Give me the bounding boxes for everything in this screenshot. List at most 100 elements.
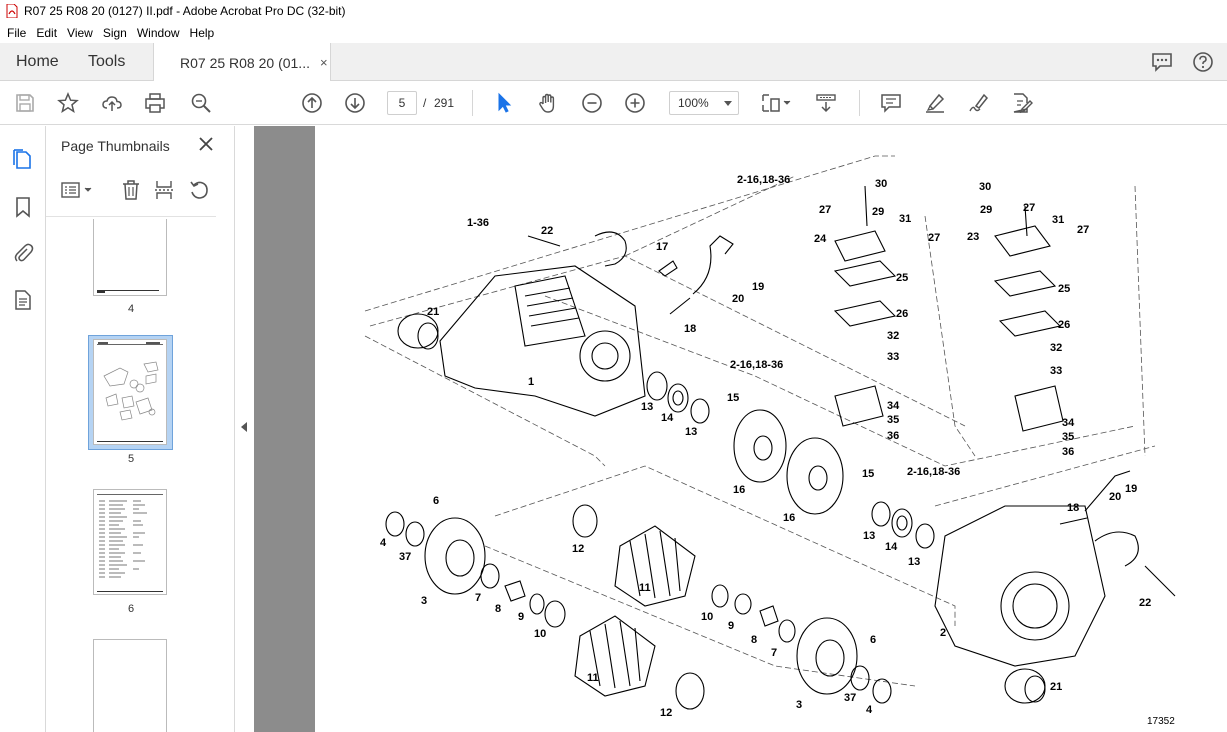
left-navigation-rail xyxy=(0,126,46,732)
comment-icon[interactable] xyxy=(880,92,902,114)
page-thumbnail-7[interactable] xyxy=(93,639,167,732)
document-properties-icon[interactable] xyxy=(12,289,34,311)
tab-home[interactable]: Home xyxy=(16,53,59,70)
callout-label: 14 xyxy=(661,412,674,424)
callout-label: 25 xyxy=(896,272,908,284)
menu-help[interactable]: Help xyxy=(189,25,215,40)
callout-label: 36 xyxy=(887,430,899,442)
callout-label: 10 xyxy=(534,628,546,640)
tab-document[interactable]: R07 25 R08 20 (01... × xyxy=(153,43,331,82)
callout-label: 18 xyxy=(684,323,696,335)
menu-view[interactable]: View xyxy=(67,25,93,40)
callout-label: 27 xyxy=(819,204,831,216)
callout-label: 25 xyxy=(1058,283,1070,295)
save-icon[interactable] xyxy=(14,92,36,114)
previous-page-icon[interactable] xyxy=(301,92,323,114)
callout-label: 32 xyxy=(1050,342,1062,354)
callout-label: 6 xyxy=(870,634,876,646)
callout-label: 3 xyxy=(796,699,802,711)
callout-label: 11 xyxy=(587,672,599,684)
thumbnail-label: 4 xyxy=(127,303,135,315)
insert-pages-icon[interactable] xyxy=(153,179,175,201)
menu-bar: File Edit View Sign Window Help xyxy=(0,22,1227,43)
next-page-icon[interactable] xyxy=(344,92,366,114)
callout-label: 33 xyxy=(1050,365,1062,377)
callout-label: 33 xyxy=(887,351,899,363)
zoom-select[interactable]: 100% xyxy=(669,91,739,115)
callout-label: 1-36 xyxy=(467,217,489,229)
draw-signature-icon[interactable] xyxy=(968,92,990,114)
tab-close-icon[interactable]: × xyxy=(319,55,328,70)
select-cursor-icon[interactable] xyxy=(493,92,515,114)
callout-label: 21 xyxy=(1050,681,1062,693)
attachments-paperclip-icon[interactable] xyxy=(12,242,34,264)
collapse-panel-arrow-icon[interactable] xyxy=(241,422,247,432)
callout-label: 17 xyxy=(656,241,668,253)
bookmarks-icon[interactable] xyxy=(12,196,34,218)
menu-file[interactable]: File xyxy=(7,25,27,40)
page-thumbnails-icon[interactable] xyxy=(12,148,34,170)
panel-title: Page Thumbnails xyxy=(61,138,170,154)
callout-label: 4 xyxy=(380,537,387,549)
thumbnail-label: 5 xyxy=(127,453,135,465)
rotate-icon[interactable] xyxy=(188,179,210,201)
window-title: R07 25 R08 20 (0127) II.pdf - Adobe Acro… xyxy=(24,4,346,18)
callout-label: 19 xyxy=(752,281,764,293)
page-thumbnail-5[interactable] xyxy=(93,339,167,445)
zoom-in-icon[interactable] xyxy=(624,92,646,114)
thumbnail-options-icon[interactable] xyxy=(60,179,96,201)
star-bookmark-icon[interactable] xyxy=(57,92,79,114)
tab-bar: Home Tools R07 25 R08 20 (01... × xyxy=(0,43,1227,82)
page-thumbnail-6[interactable] xyxy=(93,489,167,595)
highlight-pen-icon[interactable] xyxy=(924,92,946,114)
callout-label: 29 xyxy=(980,204,992,216)
callout-label: 13 xyxy=(685,426,697,438)
thumbnail-label: 6 xyxy=(127,603,135,615)
callout-label: 2-16,18-36 xyxy=(737,174,790,186)
delete-trash-icon[interactable] xyxy=(120,179,142,201)
panel-splitter[interactable] xyxy=(234,126,254,732)
comment-bubble-icon[interactable] xyxy=(1151,51,1173,73)
page-number-input[interactable]: 5 xyxy=(387,91,417,115)
callout-label: 26 xyxy=(1058,319,1070,331)
callout-label: 37 xyxy=(844,692,856,704)
close-icon[interactable] xyxy=(198,136,214,152)
zoom-out-icon[interactable] xyxy=(581,92,603,114)
callout-label: 6 xyxy=(433,495,439,507)
callout-label: 13 xyxy=(641,401,653,413)
thumbnail-list: 4 5 xyxy=(46,216,216,732)
edit-pdf-icon[interactable] xyxy=(1011,92,1033,114)
menu-edit[interactable]: Edit xyxy=(36,25,58,40)
callout-label: 24 xyxy=(814,233,827,245)
scroll-mode-icon[interactable] xyxy=(815,92,837,114)
callout-label: 7 xyxy=(475,592,481,604)
print-icon[interactable] xyxy=(144,92,166,114)
callout-label: 19 xyxy=(1125,483,1137,495)
menu-window[interactable]: Window xyxy=(136,25,180,40)
page-thumbnail-4[interactable] xyxy=(93,219,167,296)
page-total: 291 xyxy=(434,96,455,110)
help-icon[interactable] xyxy=(1192,51,1214,73)
hand-tool-icon[interactable] xyxy=(537,92,559,114)
tab-tools[interactable]: Tools xyxy=(88,53,126,70)
upload-cloud-icon[interactable] xyxy=(101,92,123,114)
document-view[interactable]: 1-36 2-16,18-36 2-16,18-36 2-16,18-36 1 … xyxy=(254,126,1227,732)
callout-label: 30 xyxy=(875,178,887,190)
menu-sign[interactable]: Sign xyxy=(102,25,127,40)
callout-label: 34 xyxy=(887,400,900,412)
callout-label: 27 xyxy=(1023,202,1035,214)
callout-label: 32 xyxy=(887,330,899,342)
search-zoom-icon[interactable] xyxy=(190,92,212,114)
callout-label: 29 xyxy=(872,206,884,218)
callout-label: 7 xyxy=(771,647,777,659)
callout-label: 4 xyxy=(866,704,873,716)
callout-label: 20 xyxy=(732,293,744,305)
callout-label: 37 xyxy=(399,551,411,563)
callout-label: 16 xyxy=(783,512,795,524)
page-fit-icon[interactable] xyxy=(760,92,792,114)
callout-label: 31 xyxy=(899,213,911,225)
callout-label: 9 xyxy=(518,611,524,623)
callout-label: 12 xyxy=(572,543,584,555)
exploded-parts-drawing: 1-36 2-16,18-36 2-16,18-36 2-16,18-36 1 … xyxy=(364,155,1176,719)
callout-label: 26 xyxy=(896,308,908,320)
